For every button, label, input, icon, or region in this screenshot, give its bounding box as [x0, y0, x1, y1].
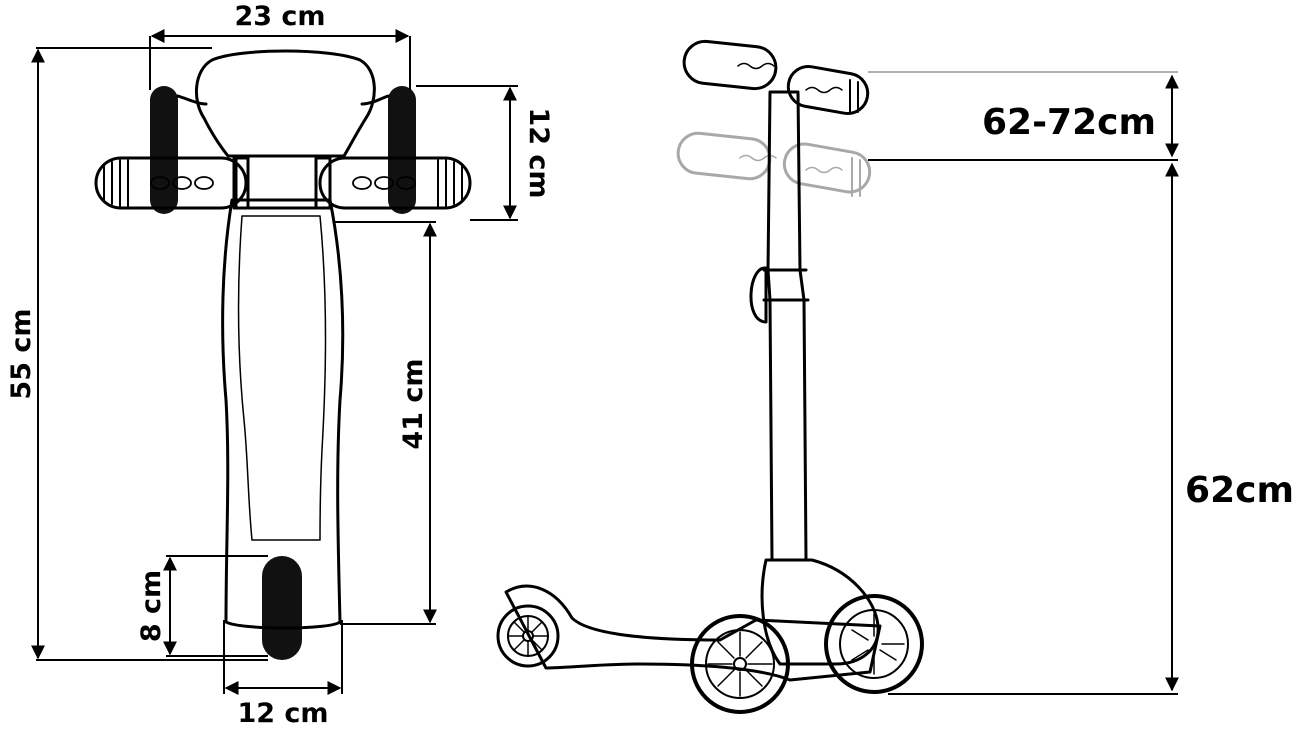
handlebar-raised — [682, 39, 870, 115]
dimension-handlebar-depth: 12 cm — [416, 85, 554, 221]
label-total-length: 55 cm — [6, 308, 37, 399]
height-lock-knob — [749, 266, 768, 324]
stem-clamp-right — [314, 156, 332, 210]
stem-collar — [762, 268, 810, 302]
label-handlebar-depth: 12 cm — [523, 107, 554, 198]
dimension-deck-length: 41 cm — [334, 221, 437, 625]
deck — [221, 198, 345, 630]
side-rear-wheel — [496, 604, 560, 668]
side-front-wheel-far — [824, 594, 924, 694]
label-min-height: 62cm — [1185, 470, 1294, 511]
dimension-min-height: 62cm — [888, 162, 1294, 695]
label-deck-length: 41 cm — [398, 358, 429, 449]
front-axle-right — [360, 94, 390, 106]
front-body — [194, 49, 376, 158]
dimension-deck-width: 12 cm — [223, 620, 343, 729]
dimension-height-adjust: 62-72cm — [868, 71, 1179, 161]
label-rear-wheel: 8 cm — [136, 570, 167, 642]
dimension-width-handlebar: 23 cm — [149, 1, 411, 90]
rear-wheel — [262, 556, 302, 660]
top-view: 23 cm 12 cm 55 cm 41 cm 8 cm — [6, 1, 554, 729]
label-width-handlebar: 23 cm — [234, 1, 325, 32]
right-grip — [318, 156, 472, 210]
left-grip — [94, 156, 248, 210]
side-front-body — [760, 558, 880, 666]
front-axle-left — [176, 94, 208, 106]
deck-grip — [237, 215, 327, 541]
label-deck-width: 12 cm — [237, 698, 328, 729]
label-height-adjust: 62-72cm — [982, 102, 1156, 143]
stem-clamp-left — [232, 156, 250, 210]
side-view: 62-72cm 62cm — [496, 39, 1294, 714]
front-right-wheel — [388, 86, 416, 214]
steering-stem — [766, 90, 808, 562]
side-front-wheel-near — [690, 614, 790, 714]
side-deck — [504, 584, 882, 682]
handlebar-lowered-ghost — [676, 131, 872, 197]
dimension-total-length: 55 cm — [6, 47, 268, 661]
dimension-rear-wheel: 8 cm — [136, 555, 268, 657]
front-left-wheel — [150, 86, 178, 214]
